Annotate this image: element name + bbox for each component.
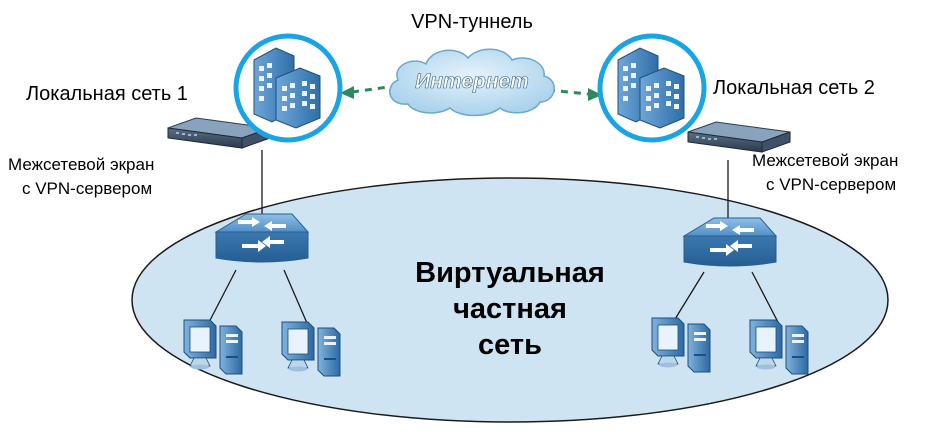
fw-right-label-line2: с VPN-сервером xyxy=(766,175,896,194)
building-icon xyxy=(597,33,707,143)
lan2-label: Локальная сеть 2 xyxy=(713,77,875,99)
firewall-icon xyxy=(687,121,791,153)
fw-left-label-line2: с VPN-сервером xyxy=(22,179,152,198)
connection-lines xyxy=(205,150,781,331)
fw-right-label-line1: Межсетевой экран xyxy=(752,151,898,170)
vpn-label-line1: Виртуальная xyxy=(415,257,605,289)
lan1-label: Локальная сеть 1 xyxy=(26,83,188,105)
internet-label: Интернет xyxy=(415,70,529,93)
vpn-label-line3: сеть xyxy=(478,329,542,361)
cloud-icon xyxy=(388,48,555,117)
vpn-label-line2: частная xyxy=(453,293,567,325)
vpn-tunnel-label: VPN-туннель xyxy=(411,11,533,33)
building-icon xyxy=(233,33,343,143)
fw-left-label-line1: Межсетевой экран xyxy=(8,155,154,174)
